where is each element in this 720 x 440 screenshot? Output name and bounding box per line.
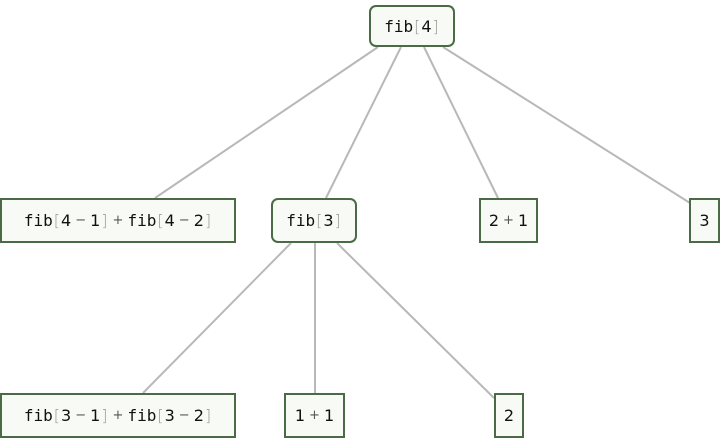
edge-root-sum4 [154,46,379,199]
node-one-plus-one: 1+1 [284,393,345,438]
operand: 1 [323,406,335,425]
function-name: fib [23,406,53,425]
argument: 4 [164,211,175,230]
minus-operator: − [178,213,190,228]
argument: 4 [61,211,72,230]
function-name: fib [286,211,316,230]
open-bracket: [ [53,406,61,425]
node-three: 3 [689,198,720,243]
minus-operator: − [75,408,87,423]
argument: 4 [421,16,432,36]
argument: 3 [323,211,334,230]
argument: 2 [193,406,204,425]
minus-operator: − [75,213,87,228]
value: 3 [699,211,710,230]
argument: 1 [90,211,101,230]
argument: 1 [90,406,101,425]
close-bracket: ] [334,211,341,230]
edge-root-three [442,46,691,204]
argument: 3 [164,406,175,425]
function-name: fib [384,16,414,36]
open-bracket: [ [414,16,421,36]
argument: 3 [61,406,72,425]
open-bracket: [ [53,211,61,230]
plus-operator: + [112,408,124,423]
function-name: fib [127,211,157,230]
node-fib-4-sum: fib[4−1]+fib[4−2] [0,198,236,243]
node-two-plus-one: 2+1 [479,198,538,243]
edge-fib3-two [336,242,495,399]
open-bracket: [ [157,211,164,230]
operand: 1 [517,211,529,230]
close-bracket: ] [204,406,212,425]
node-two: 2 [494,393,524,438]
minus-operator: − [178,408,190,423]
value: 2 [503,406,515,425]
plus-operator: + [309,408,320,423]
argument: 2 [193,211,204,230]
plus-operator: + [503,213,514,228]
close-bracket: ] [432,16,439,36]
close-bracket: ] [101,211,108,230]
edge-fib3-sum3 [142,242,292,394]
open-bracket: [ [157,406,164,425]
open-bracket: [ [316,211,323,230]
operand: 1 [294,406,306,425]
edge-root-two-plus-one [423,46,499,199]
plus-operator: + [112,213,124,228]
function-name: fib [23,211,53,230]
close-bracket: ] [204,211,212,230]
operand: 2 [488,211,500,230]
function-name: fib [127,406,157,425]
node-fib-3-sum: fib[3−1]+fib[3−2] [0,393,236,438]
edge-root-fib3 [325,46,402,199]
node-fib-3: fib[3] [271,198,357,243]
close-bracket: ] [101,406,108,425]
node-fib-4: fib[4] [369,5,455,47]
